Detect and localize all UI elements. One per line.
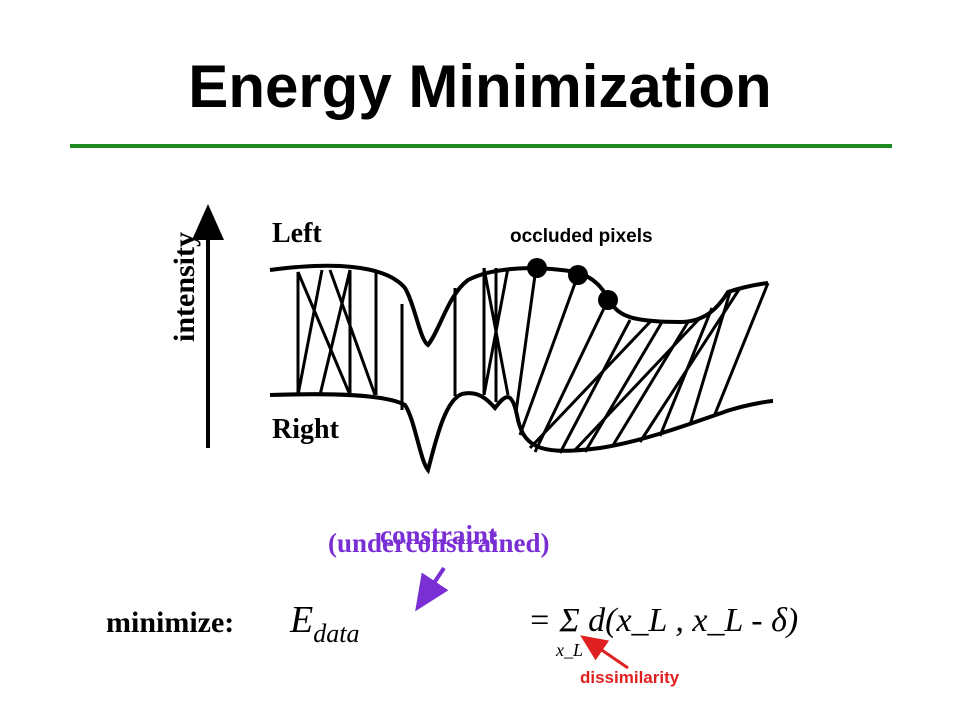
axis-label-intensity: intensity <box>168 231 202 343</box>
match-line <box>528 320 652 450</box>
equation-lhs-subscript: data <box>313 619 360 648</box>
dissimilarity-label: dissimilarity <box>580 668 680 687</box>
slide-title: Energy Minimization <box>188 53 772 120</box>
occluded-pixel-dot <box>598 290 618 310</box>
equation-lhs: Edata <box>290 598 359 649</box>
constraint-label: constraint <box>380 520 497 550</box>
right-label: Right <box>272 414 339 445</box>
underconstrained-label: (underconstrained) <box>328 528 550 558</box>
constraint-arrow <box>415 566 449 612</box>
match-line <box>558 319 632 454</box>
occluded-pixels-label: occluded pixels <box>510 226 653 247</box>
title-divider <box>70 144 892 148</box>
dissimilarity-arrow <box>580 635 629 670</box>
match-line <box>713 282 770 415</box>
equation-rhs: = Σ d(x_L , x_L - δ) <box>528 602 799 639</box>
match-line <box>638 287 742 443</box>
equation-lhs-symbol: E <box>290 599 314 641</box>
match-line <box>296 271 352 396</box>
match-line <box>583 321 664 453</box>
match-line <box>518 274 580 436</box>
left-label: Left <box>272 218 322 249</box>
occluded-pixel-dot <box>568 265 588 285</box>
match-line <box>328 269 377 396</box>
match-line <box>318 269 352 396</box>
equation-sum-subscript: x_L <box>556 640 583 660</box>
match-line <box>514 267 538 413</box>
left-scanline-curve <box>269 263 769 348</box>
match-line <box>296 269 324 396</box>
right-scanline-curve <box>269 391 774 475</box>
minimize-label: minimize: <box>106 606 235 639</box>
occluded-pixel-dot <box>527 258 547 278</box>
correspondence-lines <box>296 267 770 454</box>
match-line <box>573 316 702 452</box>
match-line <box>533 299 610 453</box>
match-line <box>482 267 510 396</box>
